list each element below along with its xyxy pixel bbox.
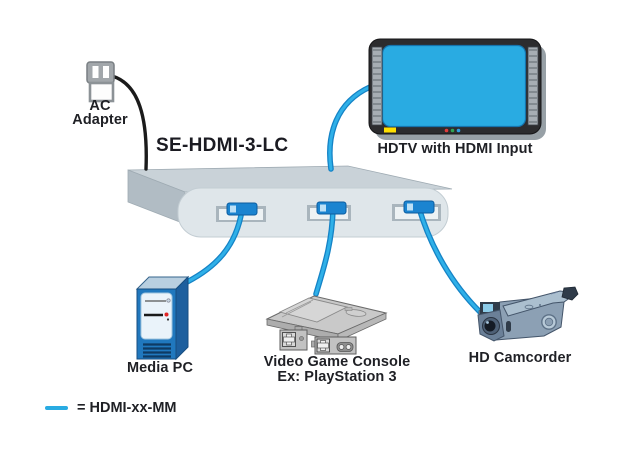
pc-vents bbox=[143, 343, 171, 358]
tv-screen bbox=[381, 44, 527, 128]
tower-pc-icon bbox=[135, 275, 190, 361]
legend-text: = HDMI-xx-MM bbox=[77, 400, 177, 416]
camcorder-viewfinder-tube bbox=[502, 290, 572, 317]
pc-power-led bbox=[164, 312, 169, 317]
flatscreen-tv-icon bbox=[368, 38, 546, 140]
ac-adapter-label-line1: AC bbox=[89, 98, 111, 114]
console-lid bbox=[278, 297, 349, 323]
hdmi-cables bbox=[184, 84, 483, 315]
tv-power-indicator bbox=[384, 127, 396, 133]
hdmi-port-connectors bbox=[226, 200, 435, 216]
legend-cable-swatch bbox=[45, 405, 68, 411]
console-controller-1 bbox=[279, 326, 308, 351]
game-console-label-line1: Video Game Console bbox=[263, 354, 411, 370]
camcorder-label: HD Camcorder bbox=[468, 350, 572, 366]
game-console-label-line2: Ex: PlayStation 3 bbox=[277, 369, 397, 385]
media-pc-label: Media PC bbox=[126, 360, 194, 376]
ac-power-cable bbox=[110, 74, 148, 171]
wall-plug-icon bbox=[86, 61, 115, 103]
hdtv-label: HDTV with HDMI Input bbox=[377, 141, 533, 157]
game-console-icon bbox=[265, 295, 388, 355]
hdmi-switch-box-icon bbox=[127, 165, 453, 238]
model-label: SE-HDMI-3-LC bbox=[156, 135, 289, 156]
camcorder-icon bbox=[477, 286, 579, 342]
camcorder-eyepiece bbox=[561, 286, 579, 301]
cable-legend: = HDMI-xx-MM bbox=[45, 399, 177, 417]
ac-adapter-label-line2: Adapter bbox=[72, 112, 128, 128]
console-controller-2 bbox=[311, 336, 357, 355]
